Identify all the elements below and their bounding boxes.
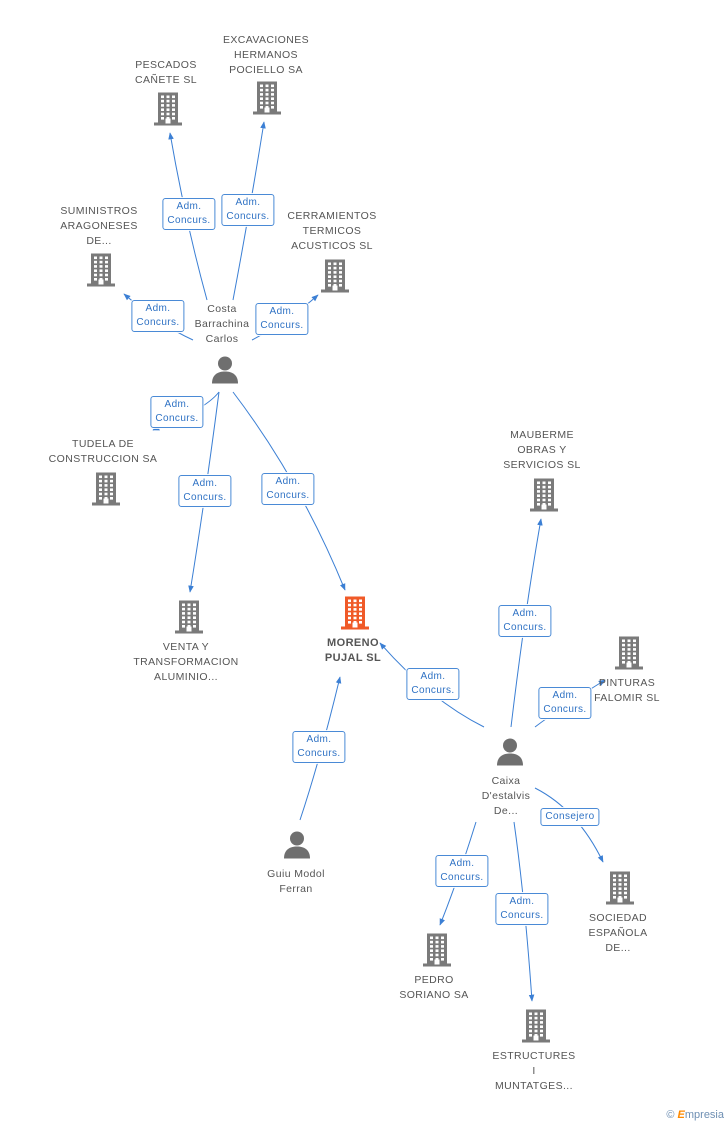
node-moreno[interactable] [340,596,370,635]
edge-label-costa-to-suministros: Adm. Concurs. [131,300,185,332]
building-icon [341,596,369,630]
edge-label-costa-to-tudela: Adm. Concurs. [150,396,204,428]
building-icon [92,472,120,506]
brand-footer: © Empresia [666,1109,724,1121]
node-label-pinturas[interactable]: PINTURAS FALOMIR SL [594,677,660,704]
node-sociedad[interactable] [605,871,635,910]
node-estructures[interactable] [521,1009,551,1048]
building-icon [175,600,203,634]
node-label-pescados[interactable]: PESCADOS CAÑETE SL [135,59,197,86]
building-icon [253,81,281,115]
node-pinturas[interactable] [614,636,644,675]
node-label-cerramientos[interactable]: CERRAMIENTOS TERMICOS ACUSTICOS SL [287,210,377,252]
node-label-guiu[interactable]: Guiu Modol Ferran [267,868,325,895]
person-icon [284,831,310,859]
node-suministros[interactable] [86,253,116,292]
edge-label-caixa-to-moreno: Adm. Concurs. [406,668,460,700]
node-venta[interactable] [174,600,204,639]
node-pedro[interactable] [422,933,452,972]
brand-logo-rest: mpresia [684,1109,724,1121]
node-cerramientos[interactable] [320,259,350,298]
node-label-venta[interactable]: VENTA Y TRANSFORMACION ALUMINIO... [133,641,239,683]
node-label-moreno[interactable]: MORENO PUJAL SL [324,637,382,664]
node-tudela[interactable] [91,472,121,511]
node-label-suministros[interactable]: SUMINISTROS ARAGONESES DE... [60,205,138,247]
building-icon [423,933,451,967]
node-costa[interactable] [210,355,240,390]
node-label-mauberme[interactable]: MAUBERME OBRAS Y SERVICIOS SL [503,429,581,471]
node-label-excavaciones[interactable]: EXCAVACIONES HERMANOS POCIELLO SA [222,34,310,76]
building-icon [321,259,349,293]
edge-label-costa-to-pescados: Adm. Concurs. [162,198,216,230]
node-pescados[interactable] [153,92,183,131]
node-mauberme[interactable] [529,478,559,517]
node-label-tudela[interactable]: TUDELA DE CONSTRUCCION SA [48,438,158,465]
edge-label-costa-to-venta: Adm. Concurs. [178,475,232,507]
person-icon [497,738,523,766]
edge-label-caixa-to-pedro: Adm. Concurs. [435,855,489,887]
building-icon [87,253,115,287]
edge-label-costa-to-excavaciones: Adm. Concurs. [221,194,275,226]
node-label-sociedad[interactable]: SOCIEDAD ESPAÑOLA DE... [588,912,648,954]
edge-label-caixa-to-estructures: Adm. Concurs. [495,893,549,925]
edge-label-caixa-to-sociedad: Consejero [540,808,600,826]
edge-label-guiu-to-moreno: Adm. Concurs. [292,731,346,763]
edge-label-costa-to-moreno: Adm. Concurs. [261,473,315,505]
node-excavaciones[interactable] [252,81,282,120]
edge-label-caixa-to-mauberme: Adm. Concurs. [498,605,552,637]
node-label-pedro[interactable]: PEDRO SORIANO SA [399,974,469,1001]
node-label-estructures[interactable]: ESTRUCTURES I MUNTATGES... [492,1050,576,1092]
building-icon [530,478,558,512]
node-label-costa[interactable]: Costa Barrachina Carlos [194,303,250,345]
copyright-symbol: © [666,1109,675,1121]
node-guiu[interactable] [282,830,312,865]
edge-label-costa-to-cerramientos: Adm. Concurs. [255,303,309,335]
building-icon [606,871,634,905]
brand-logo-initial: E [677,1109,685,1121]
edge-label-caixa-to-pinturas: Adm. Concurs. [538,687,592,719]
building-icon [154,92,182,126]
building-icon [522,1009,550,1043]
building-icon [615,636,643,670]
node-caixa[interactable] [495,737,525,772]
node-label-caixa[interactable]: Caixa D'estalvis De... [481,775,531,817]
person-icon [212,356,238,384]
